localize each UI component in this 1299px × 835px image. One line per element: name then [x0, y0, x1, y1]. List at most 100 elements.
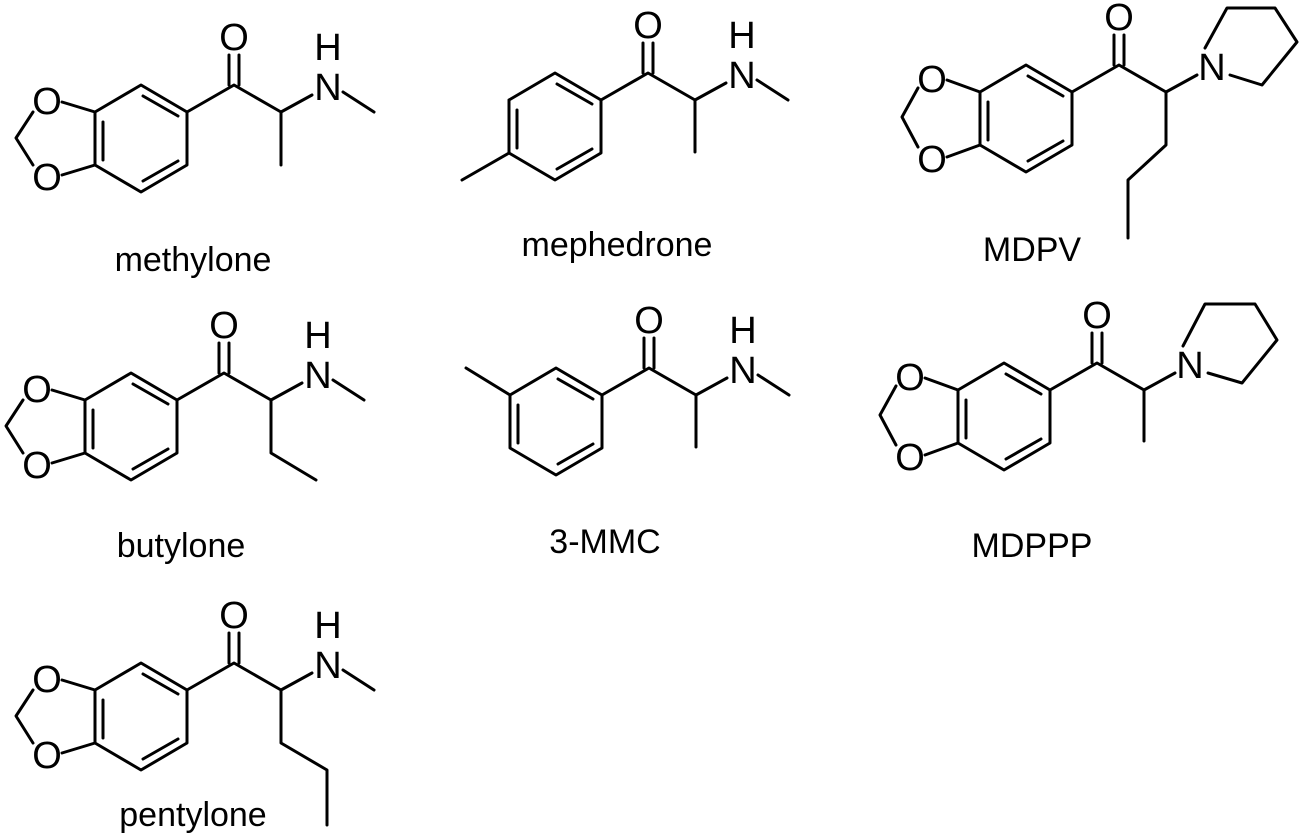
bond-path [14, 688, 35, 745]
bond-path [1004, 437, 1043, 461]
bond-path [1203, 6, 1299, 87]
caption-methylone: methylone [115, 241, 272, 279]
bond-path [555, 82, 594, 106]
nitrogen-atom-label: N [1176, 345, 1203, 387]
molecule-3mmc: O N H 3-MMC [464, 300, 791, 561]
oxygen-atom-label: O [917, 59, 947, 101]
bond-path [1142, 371, 1177, 392]
bond-path [1026, 139, 1065, 163]
bond-path [1026, 74, 1065, 98]
hydrogen-atom-label: H [728, 15, 755, 57]
molecule-mdppp: O O O N MDPPP [878, 295, 1279, 565]
bond-path [1126, 90, 1168, 240]
bond-path [83, 371, 179, 482]
oxygen-atom-label: O [32, 735, 62, 777]
bond-path [600, 366, 698, 397]
bond-path [694, 376, 729, 397]
bond-path [507, 71, 603, 182]
bond-path [141, 737, 180, 761]
bond-path [269, 398, 318, 482]
oxygen-atom-label: O [32, 157, 62, 199]
bond-path [141, 159, 180, 183]
bond-path [131, 447, 170, 471]
molecule-pentylone: O O O N H pentylone [14, 595, 376, 834]
bond-path [923, 441, 960, 457]
bond-path [460, 151, 511, 182]
hydrogen-atom-label: H [729, 310, 756, 352]
molecule-mdpv: O O O N MDPV [900, 0, 1299, 269]
oxygen-atom-label: O [32, 659, 62, 701]
bond-path [93, 83, 189, 194]
bond-path [978, 63, 1074, 174]
bond-path [945, 143, 982, 159]
oxygen-atom-label: O [1082, 295, 1112, 337]
oxygen-atom-label: O [634, 300, 664, 342]
bond-path [1164, 73, 1199, 94]
caption-3mmc: 3-MMC [549, 523, 660, 561]
oxygen-atom-label: O [22, 445, 52, 487]
molecule-methylone: O O O N H methylone [14, 17, 376, 279]
bond-path [14, 110, 35, 167]
oxygen-atom-label: O [32, 81, 62, 123]
bond-path [900, 86, 920, 149]
nitrogen-atom-label: N [314, 645, 341, 687]
bond-path [141, 672, 180, 696]
bond-path [599, 71, 697, 102]
bond-path [50, 388, 87, 402]
nitrogen-atom-label: N [304, 355, 331, 397]
oxygen-atom-label: O [895, 357, 925, 399]
bond-path [141, 94, 180, 118]
bond-path [175, 371, 273, 402]
caption-mephedrone: mephedrone [522, 226, 713, 264]
bond-path [279, 671, 314, 692]
bond-path [279, 93, 314, 114]
bond-path [508, 366, 604, 477]
caption-butylone: butylone [117, 527, 246, 565]
nitrogen-atom-label: N [314, 67, 341, 109]
nitrogen-atom-label: N [728, 55, 755, 97]
bond-path [185, 661, 283, 692]
oxygen-atom-label: O [895, 437, 925, 479]
bond-path [693, 81, 728, 102]
bond-path [464, 366, 512, 397]
bond-path [185, 83, 283, 114]
bond-path [756, 373, 791, 397]
bond-path [1070, 63, 1168, 94]
bond-path [556, 442, 595, 466]
nitrogen-atom-label: N [1198, 47, 1225, 89]
bond-path [1048, 361, 1146, 392]
bond-path [1181, 302, 1279, 385]
bond-path [923, 376, 960, 392]
oxygen-atom-label: O [209, 305, 239, 347]
bond-path [131, 382, 170, 406]
molecule-mephedrone: O N H mephedrone [460, 5, 790, 264]
hydrogen-atom-label: H [304, 315, 331, 357]
molecule-butylone: O O O N H butylone [4, 305, 366, 565]
bond-path [341, 668, 376, 692]
bond-path [60, 741, 97, 755]
bond-path [4, 398, 25, 455]
bond-path [556, 377, 595, 401]
bond-path [1004, 372, 1043, 396]
bond-path [956, 361, 1052, 472]
bond-path [341, 90, 376, 114]
hydrogen-atom-label: H [314, 605, 341, 647]
oxygen-atom-label: O [633, 5, 663, 47]
nitrogen-atom-label: N [729, 350, 756, 392]
bond-path [60, 678, 97, 692]
bond-path [60, 100, 97, 114]
bond-path [60, 163, 97, 177]
bond-path [93, 661, 189, 772]
bond-path [50, 451, 87, 465]
oxygen-atom-label: O [219, 595, 249, 637]
bond-path [945, 78, 982, 94]
bond-path [555, 147, 594, 171]
oxygen-atom-label: O [22, 369, 52, 411]
oxygen-atom-label: O [917, 139, 947, 181]
bond-path [331, 378, 366, 402]
bond-path [878, 384, 898, 447]
oxygen-atom-label: O [219, 17, 249, 59]
bond-path [755, 78, 790, 102]
caption-pentylone: pentylone [119, 796, 266, 834]
